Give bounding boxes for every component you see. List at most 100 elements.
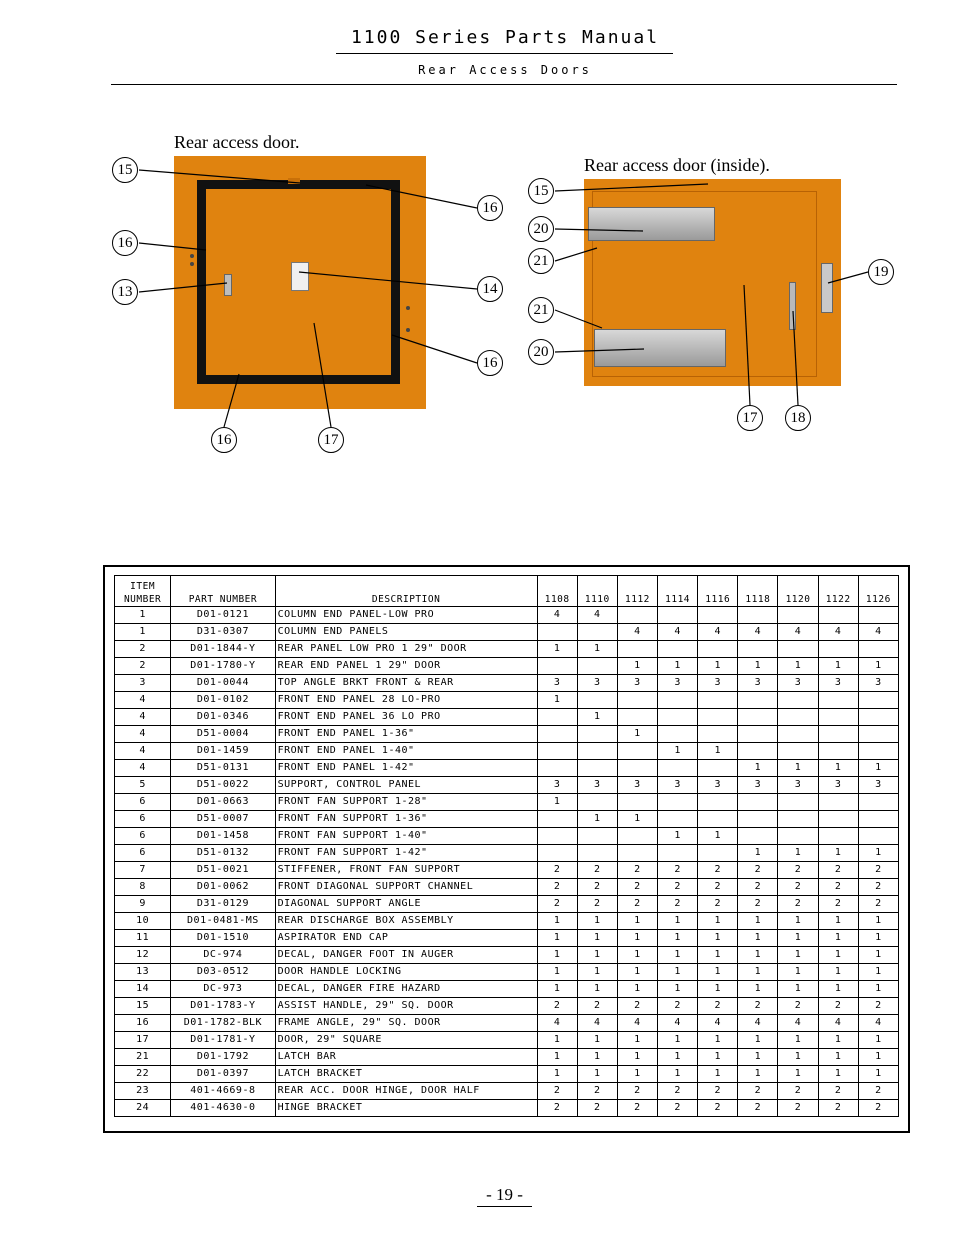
quantity-cell <box>616 708 659 726</box>
quantity-cell: 4 <box>536 1014 578 1032</box>
quantity-cell: 1 <box>657 963 699 981</box>
quantity-cell: 1 <box>737 980 779 998</box>
description-cell: SUPPORT, CONTROL PANEL <box>274 776 538 794</box>
description-cell: REAR ACC. DOOR HINGE, DOOR HALF <box>274 1082 538 1100</box>
callout-14: 14 <box>477 276 503 302</box>
quantity-cell <box>536 657 578 675</box>
part-number-cell: D01-1781-Y <box>170 1031 276 1049</box>
quantity-cell: 2 <box>857 1099 900 1117</box>
quantity-cell: 2 <box>857 878 900 896</box>
quantity-cell: 1 <box>697 657 739 675</box>
quantity-cell <box>777 827 819 845</box>
item-number-cell: 16 <box>113 1014 172 1032</box>
quantity-cell: 1 <box>657 827 699 845</box>
item-number-cell: 24 <box>113 1099 172 1117</box>
quantity-cell: 1 <box>737 946 779 964</box>
quantity-cell: 2 <box>697 997 739 1015</box>
description-cell: FRONT FAN SUPPORT 1-28" <box>274 793 538 811</box>
quantity-cell <box>576 844 618 862</box>
quantity-cell <box>616 691 659 709</box>
part-number-cell: D01-0346 <box>170 708 276 726</box>
description-cell: COLUMN END PANEL-LOW PRO <box>274 606 538 624</box>
quantity-cell: 1 <box>657 980 699 998</box>
part-number-cell: DC-974 <box>170 946 276 964</box>
quantity-cell: 1 <box>657 1031 699 1049</box>
part-number-header: PART NUMBER <box>170 575 276 607</box>
quantity-cell <box>737 793 779 811</box>
left-figure-label: Rear access door. <box>174 132 300 152</box>
quantity-cell: 3 <box>616 776 659 794</box>
quantity-cell <box>817 793 859 811</box>
quantity-cell: 1 <box>737 929 779 947</box>
quantity-cell: 1 <box>576 810 618 828</box>
quantity-cell: 4 <box>857 1014 900 1032</box>
callout-17: 17 <box>318 427 344 453</box>
quantity-cell <box>576 759 618 777</box>
quantity-cell: 2 <box>616 878 659 896</box>
part-number-cell: D51-0131 <box>170 759 276 777</box>
quantity-cell <box>817 606 859 624</box>
quantity-cell: 2 <box>697 878 739 896</box>
quantity-cell: 1 <box>616 929 659 947</box>
quantity-cell: 1 <box>857 1065 900 1083</box>
quantity-cell: 2 <box>737 895 779 913</box>
item-number-cell: 5 <box>113 776 172 794</box>
assist-handle <box>288 178 300 184</box>
title-rule <box>336 53 673 54</box>
item-number-cell: 2 <box>113 640 172 658</box>
quantity-cell <box>697 793 739 811</box>
description-cell: DIAGONAL SUPPORT ANGLE <box>274 895 538 913</box>
quantity-cell: 1 <box>737 657 779 675</box>
description-cell: REAR END PANEL 1 29" DOOR <box>274 657 538 675</box>
quantity-cell: 4 <box>657 623 699 641</box>
quantity-cell <box>576 623 618 641</box>
quantity-cell: 1 <box>817 657 859 675</box>
quantity-cell: 1 <box>576 708 618 726</box>
description-cell: DECAL, DANGER FIRE HAZARD <box>274 980 538 998</box>
item-number-cell: 4 <box>113 708 172 726</box>
quantity-cell <box>817 640 859 658</box>
page-number: - 19 - <box>477 1185 532 1207</box>
quantity-cell <box>777 708 819 726</box>
right-figure-label: Rear access door (inside). <box>584 155 770 175</box>
quantity-cell: 1 <box>737 912 779 930</box>
quantity-cell: 2 <box>817 878 859 896</box>
item-number-cell: 13 <box>113 963 172 981</box>
quantity-cell: 4 <box>817 1014 859 1032</box>
part-number-cell: D01-1792 <box>170 1048 276 1066</box>
description-cell: DOOR HANDLE LOCKING <box>274 963 538 981</box>
quantity-cell: 3 <box>857 674 900 692</box>
quantity-cell: 1 <box>777 657 819 675</box>
quantity-cell: 2 <box>777 895 819 913</box>
quantity-cell: 4 <box>697 1014 739 1032</box>
callout-15: 15 <box>112 157 138 183</box>
quantity-cell: 2 <box>616 997 659 1015</box>
callout-16: 16 <box>211 427 237 453</box>
quantity-cell: 1 <box>697 742 739 760</box>
description-cell: FRAME ANGLE, 29" SQ. DOOR <box>274 1014 538 1032</box>
quantity-cell <box>536 759 578 777</box>
rear-door-photo <box>174 156 426 409</box>
quantity-cell: 1 <box>657 912 699 930</box>
quantity-cell: 1 <box>657 1048 699 1066</box>
part-number-cell: D01-1844-Y <box>170 640 276 658</box>
quantity-cell: 2 <box>817 1082 859 1100</box>
description-cell: STIFFENER, FRONT FAN SUPPORT <box>274 861 538 879</box>
callout-20: 20 <box>528 216 554 242</box>
bolt <box>190 262 194 266</box>
bolt <box>406 328 410 332</box>
quantity-cell: 1 <box>857 844 900 862</box>
quantity-cell <box>817 691 859 709</box>
